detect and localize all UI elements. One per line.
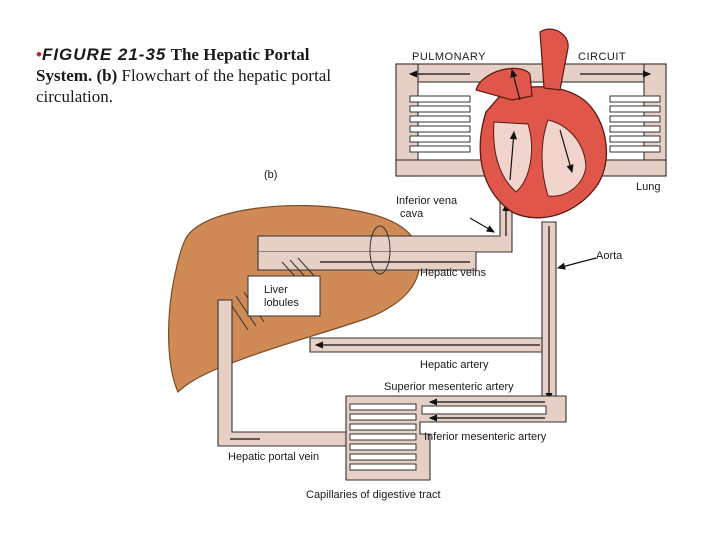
figure-title: The Hepatic Portal System. <box>36 45 310 85</box>
lung-capillaries-left <box>409 95 471 153</box>
label-pulmonary: PULMONARY <box>412 51 486 63</box>
label-hepatic-veins: Hepatic veins <box>420 267 487 279</box>
label-capillaries: Capillaries of digestive tract <box>306 489 441 501</box>
figure-caption: •FIGURE 21-35 The Hepatic Portal System.… <box>36 44 366 107</box>
aorta-pointer <box>556 257 597 270</box>
heart <box>475 28 607 219</box>
figure-description: Flowchart of the hepatic portal circulat… <box>36 66 332 106</box>
label-inferior-mesenteric-artery: Inferior mesenteric artery <box>424 431 547 443</box>
label-hepatic-artery: Hepatic artery <box>420 359 489 371</box>
label-liver-lobules-line2: lobules <box>264 297 299 309</box>
figure-part: (b) <box>96 66 118 85</box>
label-ivc-line2: cava <box>400 208 424 220</box>
label-aorta: Aorta <box>596 250 623 262</box>
panel-label: (b) <box>264 169 277 181</box>
ivc-pointer <box>469 217 496 233</box>
label-lung: Lung <box>636 181 660 193</box>
pulmonary-trunk <box>539 28 569 91</box>
ivc-cuff <box>369 225 391 275</box>
label-liver-lobules-line1: Liver <box>264 284 288 296</box>
label-hepatic-portal-vein: Hepatic portal vein <box>228 451 319 463</box>
superior-mesenteric-branch <box>421 405 547 415</box>
caption-bullet: • <box>36 45 42 64</box>
digestive-capillaries <box>349 403 417 471</box>
liver-lobules-box <box>247 275 321 317</box>
figure-label: FIGURE 21-35 <box>41 45 167 64</box>
hepatic-veins <box>257 252 477 271</box>
label-superior-mesenteric-artery: Superior mesenteric artery <box>384 381 514 393</box>
left-chambers <box>541 119 587 197</box>
label-ivc-line1: Inferior vena <box>396 195 458 207</box>
right-chambers <box>493 121 533 193</box>
lung-capillaries-right <box>609 95 661 153</box>
label-circuit: CIRCUIT <box>578 51 626 63</box>
